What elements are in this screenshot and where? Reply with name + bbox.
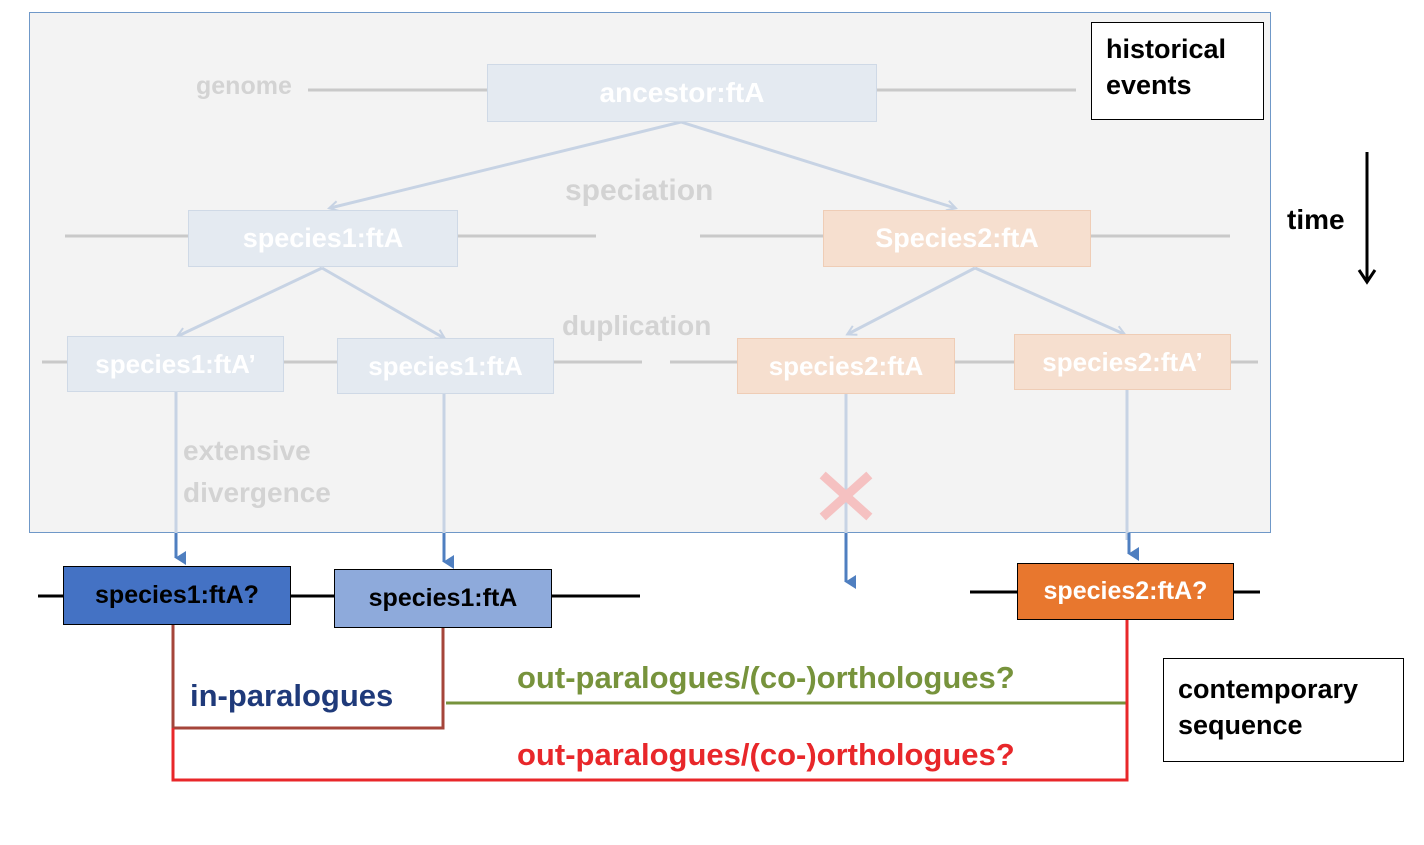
red-relation-label: out-paralogues/(co-)orthologues?	[517, 737, 1015, 772]
species1-prime-gene-box: species1:ftA’	[67, 336, 284, 392]
historical-events-line-2: events	[1106, 70, 1192, 101]
historical-events-legend: historical events	[1091, 22, 1264, 120]
extensive-divergence-label: extensive divergence	[183, 430, 331, 514]
speciation-label: speciation	[565, 174, 714, 207]
divergence-line-1: extensive	[183, 435, 311, 466]
species1-gene-box: species1:ftA	[188, 210, 458, 267]
genome-label: genome	[196, 72, 292, 100]
duplication-label: duplication	[562, 310, 712, 341]
species1-ftA-gene-box: species1:ftA	[337, 338, 554, 394]
divergence-line-2: divergence	[183, 477, 331, 508]
in-paralogues-label: in-paralogues	[190, 678, 394, 713]
species2-gene-box: Species2:ftA	[823, 210, 1091, 267]
gene-loss-cross-icon	[819, 471, 873, 521]
species2-query-gene-box: species2:ftA?	[1017, 563, 1234, 620]
species2-prime-gene-box: species2:ftA’	[1014, 334, 1231, 390]
solid-arrows	[174, 533, 1139, 589]
time-label: time	[1287, 204, 1345, 235]
ancestor-gene-box: ancestor:ftA	[487, 64, 877, 122]
green-relation-label: out-paralogues/(co-)orthologues?	[517, 660, 1015, 695]
species1-ftA-contemporary-box: species1:ftA	[334, 569, 552, 628]
faded-genome-lines	[42, 88, 1258, 364]
contemporary-genome-lines	[38, 590, 1260, 598]
red-relation-connector	[171, 620, 1129, 782]
species2-ftA-gene-box: species2:ftA	[737, 338, 955, 394]
faded-tree-arrows	[174, 120, 1129, 540]
species1-query-gene-box: species1:ftA?	[63, 566, 291, 625]
historical-events-line-1: historical	[1106, 34, 1227, 64]
contemporary-line-1: contemporary	[1178, 674, 1359, 704]
contemporary-sequence-legend: contemporary sequence	[1163, 658, 1404, 762]
in-paralogues-connector	[171, 625, 445, 730]
contemporary-line-2: sequence	[1178, 710, 1303, 741]
time-arrow-icon	[1357, 152, 1377, 285]
